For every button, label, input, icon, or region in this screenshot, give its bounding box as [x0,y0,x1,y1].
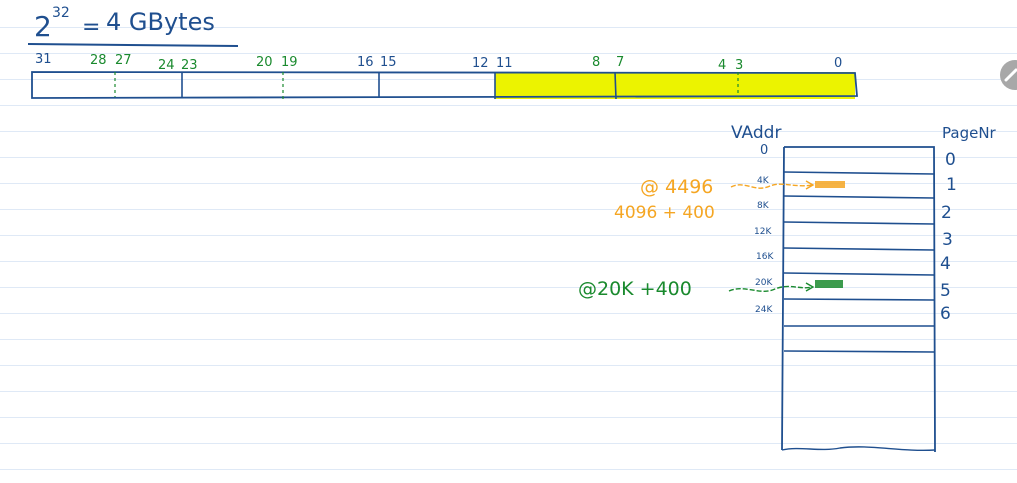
bit-label-11: 11 [496,56,513,71]
orange-arrow-head [805,180,815,190]
vaddr-tick-0: 0 [760,143,768,158]
vaddr-tick-16k: 16K [756,252,774,262]
offset-highlight [495,72,855,99]
green-data-block [815,280,843,288]
page-number-4: 4 [940,254,951,274]
green-annotation: @20K +400 [578,278,843,300]
bit-label-20: 20 [256,55,273,70]
memory-row-line-1 [783,171,935,175]
page-number-5: 5 [940,281,951,301]
formula-value: 4 GBytes [106,8,215,36]
orange-annot-line1: @ 4496 [640,176,713,198]
memory-row-line-2 [783,195,935,199]
memory-row-line-6 [783,298,935,301]
page-header: PageNr [942,124,997,142]
orange-data-block [815,181,845,188]
green-arrow [728,285,813,292]
memory-row-line-5 [783,272,935,276]
vaddr-tick-8k: 8K [757,201,770,211]
orange-annot-line2: 4096 + 400 [614,203,715,223]
address-register [31,71,858,100]
vaddr-header: VAddr [731,123,781,143]
vaddr-ticks: 0 4K 8K 12K 16K 20K 24K [754,143,774,315]
vaddr-tick-20k: 20K [755,278,773,288]
page-numbers: 0 1 2 3 4 5 6 [940,150,957,324]
memory-column [781,146,936,453]
memory-outline [781,146,936,453]
orange-annotation: @ 4496 4096 + 400 [614,176,845,223]
formula-exponent: 32 [52,5,70,21]
pencil-icon [1004,68,1017,82]
page-number-2: 2 [941,203,952,223]
green-arrow-head [805,282,815,292]
bit-label-4: 4 [718,58,726,73]
bit-label-8: 8 [592,55,600,70]
scroll-button[interactable] [1000,60,1017,90]
bit-label-28: 28 [90,53,107,68]
memory-bottom-wave [781,446,936,452]
nibble-divider-8 [614,71,617,100]
bit-label-0: 0 [834,56,842,71]
bit-label-31: 31 [35,52,52,67]
page-number-0: 0 [945,150,956,170]
bit-label-3: 3 [735,58,743,73]
memory-row-line-3 [783,221,935,225]
bit-labels: 31 28 27 24 23 20 19 16 15 12 11 8 7 4 3… [35,52,842,73]
formula-base: 2 [34,10,52,43]
formula: 2 32 = 4 GBytes [27,5,239,47]
green-annot-line1: @20K +400 [578,278,692,300]
bit-label-12: 12 [472,56,489,71]
page-number-1: 1 [946,175,957,195]
memory-row-line-8 [783,350,935,353]
vaddr-tick-24k: 24K [755,305,773,315]
bit-label-7: 7 [616,55,624,70]
vaddr-tick-4k: 4K [757,176,770,186]
formula-equals: = [82,15,100,40]
page-number-6: 6 [940,304,951,324]
bit-label-19: 19 [281,55,298,70]
register-outline [31,71,858,99]
bit-label-27: 27 [115,53,132,68]
memory-row-line-4 [783,247,935,251]
vaddr-tick-12k: 12K [754,227,772,237]
orange-arrow [730,183,813,189]
formula-underline [27,43,239,47]
bit-label-15: 15 [380,55,397,70]
bit-label-24: 24 [158,58,175,73]
bit-label-16: 16 [357,55,374,70]
page-number-3: 3 [942,230,953,250]
bit-label-23: 23 [181,58,198,73]
